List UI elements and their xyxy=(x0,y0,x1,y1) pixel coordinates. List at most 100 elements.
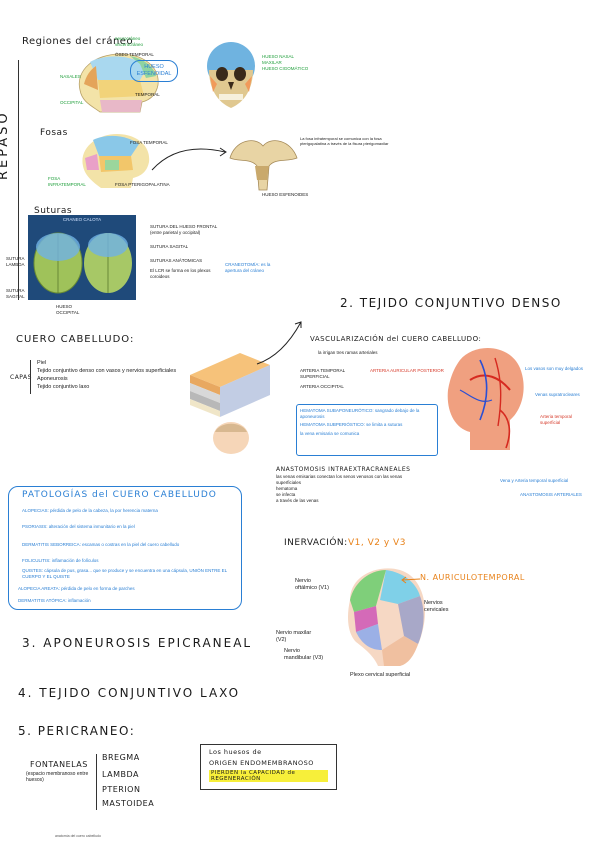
capas-brace xyxy=(30,360,35,394)
capas-label: CAPAS xyxy=(10,374,32,381)
capas-layer-3: Aponeurosis xyxy=(37,376,68,382)
innervation-head-image xyxy=(348,568,425,666)
nerve-label-v2: Nervio maxilar (V2) xyxy=(276,630,312,643)
anastomosis-line-3: se infecta xyxy=(276,492,296,497)
fosas-label-3: FOSA PTERIGOPALATINA xyxy=(115,182,170,187)
suturas-side-1: SUTURA LAMBDA xyxy=(6,256,25,267)
capas-layer-4: Tejido conjuntivo laxo xyxy=(37,384,90,390)
fosas-label-1: FOSA TEMPORAL xyxy=(130,140,168,145)
section2-title: 2. TEJIDO CONJUNTIVO DENSO xyxy=(340,296,562,310)
suturas-label-1: SUTURA DEL HUESO FRONTAL (entre parietal… xyxy=(150,224,218,235)
anastomosis-line-1: las venas emisarias conectan los senos v… xyxy=(276,474,403,485)
cuero-arrow xyxy=(256,321,302,365)
vascularizacion-item-1: ARTERIA TEMPORAL SUPERFICIAL xyxy=(300,368,345,379)
fosas-arrow xyxy=(151,147,227,171)
suturas-title: Suturas xyxy=(34,206,73,216)
regiones-label-4: OCCIPITAL xyxy=(60,100,84,105)
patologia-item-1: ALOPECIAS: pérdida de pelo de la cabeza,… xyxy=(22,508,158,513)
regiones-right-2: MAXILAR xyxy=(262,60,282,65)
regiones-right-3: HUESO CIGOMÁTICO xyxy=(262,66,309,71)
patologias-title: PATOLOGÍAS del CUERO CABELLUDO xyxy=(22,490,217,500)
nerve-label-plexo: Plexo cervical superficial xyxy=(350,672,411,678)
anastomosis-title: ANASTOMOSIS INTRAEXTRACRANEALES xyxy=(276,466,411,473)
regiones-label-1: ÓSEO TEMPORAL xyxy=(115,52,154,57)
section3-title: 3. APONEUROSIS EPICRANEAL xyxy=(22,636,253,650)
regiones-label-3: NASALES xyxy=(60,74,81,79)
endo-line-1: Los huesos de xyxy=(209,748,262,756)
skull-frontal-image xyxy=(207,42,255,108)
capas-layer-2: Tejido conjuntivo denso con vasos y nerv… xyxy=(37,368,177,374)
nerve-label-cervicales: Nervios cervicales xyxy=(424,600,449,613)
section4-title: 4. TEJIDO CONJUNTIVO LAXO xyxy=(18,686,241,700)
regiones-note-1: neurocráneo xyxy=(115,36,141,41)
vascular-right-note-1: Los vasos son muy delgados xyxy=(525,366,584,371)
suturas-image: CRANEO CALOTA xyxy=(28,215,136,300)
auriculotemporal-arrow xyxy=(401,576,421,584)
repaso-vertical-label: REPASO xyxy=(0,110,11,180)
inervacion-title: INERVACIÓN: xyxy=(284,538,348,548)
skull-fosas-image xyxy=(82,134,150,188)
fontanela-4: MASTOIDEA xyxy=(102,799,155,808)
patologia-item-3: DERMATITIS SEBORREICA: escamas o costras… xyxy=(22,542,180,547)
section5-title: 5. PERICRANEO: xyxy=(18,724,136,738)
regiones-label-2: HUESO ESFENOIDAL xyxy=(130,60,178,82)
capas-layer-1: Piel xyxy=(37,360,47,366)
inervacion-branches: V1, V2 y V3 xyxy=(348,538,406,548)
head-vascular-image xyxy=(447,348,524,450)
suturas-label-2: SUTURA SAGITAL xyxy=(150,244,189,249)
vascular-right-note-2: Venas supratrocleares xyxy=(535,392,580,397)
anastomosis-line-4: a través de las venas xyxy=(276,498,319,503)
patologia-item-2: PSORIASIS: alteración del sistema inmuni… xyxy=(22,524,135,529)
nerve-label-v3: Nervio mandibular (V3) xyxy=(284,648,324,661)
endo-line-2: ORIGEN ENDOMEMBRANOSO xyxy=(209,759,314,767)
cuero-title: CUERO CABELLUDO: xyxy=(16,334,135,345)
hematoma-box: HEMATOMA SUBAPONEURÓTICO: sangrado debaj… xyxy=(296,404,438,456)
vascularizacion-title: VASCULARIZACIÓN del CUERO CABELLUDO: xyxy=(310,335,482,343)
patologia-item-7: DERMATITIS ATÓPICA: inflamación xyxy=(18,598,91,603)
auriculotemporal-label: N. AURICULOTEMPORAL xyxy=(420,573,525,582)
fontanelas-note: (espacio membranoso entre huesos) xyxy=(26,771,89,783)
hematoma-line-2: HEMATOMA SUBPERIÓSTICO: se limita a sutu… xyxy=(300,422,403,427)
fontanelas-brace xyxy=(96,754,101,810)
fosas-label-2: FOSA INFRATEMPORAL xyxy=(48,176,86,187)
head-small-image xyxy=(213,422,249,454)
vascularizacion-item-2: ARTERIA AURICULAR POSTERIOR xyxy=(370,368,444,373)
regiones-label-5: TEMPORAL xyxy=(135,92,160,97)
patologia-item-5: QUISTES: cápsula de pus, grasa... que se… xyxy=(22,568,227,579)
anastomosis-line-2: hematoma xyxy=(276,486,298,491)
section2-bottom-note-2: ANASTOMOSIS ARTERIALES xyxy=(520,492,582,497)
fosas-title: Fosas xyxy=(40,128,68,138)
suturas-label-4: El LCR se forma en los plexos coroideos xyxy=(150,268,211,279)
patologia-item-6: ALOPECIA AREATA: pérdida de pelo en form… xyxy=(18,586,135,591)
patologia-item-4: FOLICULITIS: inflamación de folículos xyxy=(22,558,99,563)
hematoma-line-3: la vena emisaria se comunica xyxy=(300,430,360,436)
regiones-note-2: viscerocráneo xyxy=(115,42,144,47)
endomembranoso-box: Los huesos de ORIGEN ENDOMEMBRANOSO PIER… xyxy=(200,744,337,790)
scalp-layers-image xyxy=(190,353,270,417)
fosas-note: La fosa infratemporal se comunica con la… xyxy=(300,136,389,146)
suturas-side-3: HUESO OCCIPITAL xyxy=(56,304,80,315)
calota-skulls xyxy=(33,232,132,293)
fosas-bone-label: HUESO ESFENOIDES xyxy=(262,192,309,197)
regiones-title: Regiones del cráneo xyxy=(22,36,134,47)
vascular-right-note-3: Arteria temporal superficial xyxy=(540,414,573,425)
sphenoid-bone-image xyxy=(229,140,298,191)
endo-line-3: PIERDEN la CAPACIDAD de REGENERACIÓN xyxy=(209,770,328,782)
fontanela-2: LAMBDA xyxy=(102,770,139,779)
fontanela-3: PTERION xyxy=(102,785,141,794)
fontanelas-label: FONTANELAS xyxy=(30,760,88,769)
vascularizacion-item-3: ARTERIA OCCIPITAL xyxy=(300,384,344,389)
fontanela-1: BREGMA xyxy=(102,753,140,762)
patologias-box xyxy=(8,486,242,610)
hematoma-line-1: HEMATOMA SUBAPONEURÓTICO: sangrado debaj… xyxy=(300,408,420,419)
suturas-note: CRANEOTOMÍA: es la apertura del cráneo xyxy=(225,262,271,273)
footer-text: anatomía del cuero cabelludo xyxy=(55,834,101,838)
nerve-label-v1: Nervio oftálmico (V1) xyxy=(295,578,329,591)
section2-bottom-note-1: Vena y Arteria temporal superficial xyxy=(500,478,569,483)
regiones-right-1: HUESO NASAL xyxy=(262,54,295,59)
suturas-image-title: CRANEO CALOTA xyxy=(62,217,102,222)
suturas-side-2: SUTURA SAGITAL xyxy=(6,288,25,299)
vascularizacion-sub: la irrigan tres ramas arteriales xyxy=(318,350,378,355)
repaso-bracket xyxy=(18,60,25,300)
suturas-label-3: SUTURAS ANÁTOMICAS xyxy=(150,258,203,263)
